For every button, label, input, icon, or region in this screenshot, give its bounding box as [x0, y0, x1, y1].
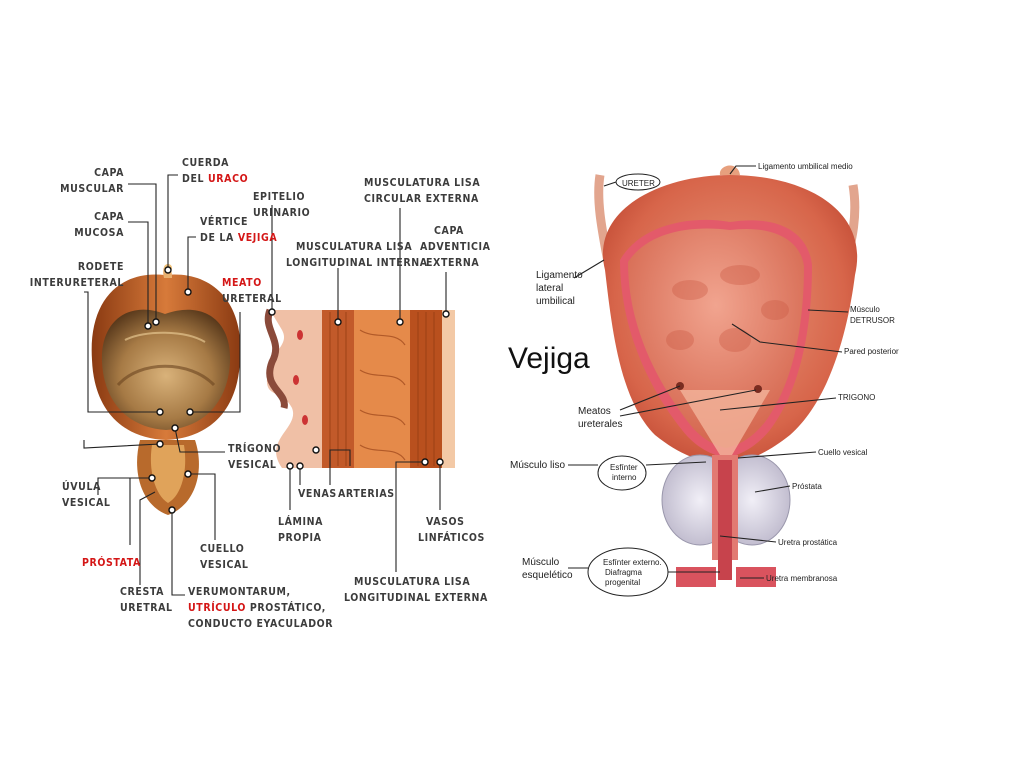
label-epitelio-2: URINARIO: [253, 207, 310, 219]
label-musc-long-ext-1: MUSCULATURA LISA: [354, 576, 470, 588]
label-musc-long-int-2: LONGITUDINAL INTERNA: [286, 257, 428, 269]
label-capa-muscular-1: CAPA: [94, 167, 124, 179]
right-bladder-illustration: [594, 165, 860, 587]
label-pared-posterior: Pared posterior: [844, 347, 899, 356]
right-labels: Vejiga URETER Ligamento umbilical medio …: [508, 162, 899, 587]
label-trigono-2: VESICAL: [228, 459, 277, 471]
wall-labels: EPITELIO URINARIO MUSCULATURA LISA CIRCU…: [253, 177, 491, 604]
label-capa-mucosa-2: MUCOSA: [74, 227, 124, 239]
label-meatos-1: Meatos: [578, 406, 611, 417]
label-cresta-1: CRESTA: [120, 586, 164, 598]
label-musculo-esqueletico-1: Músculo: [522, 557, 560, 568]
label-lig-umb-medio: Ligamento umbilical medio: [758, 162, 853, 171]
label-vasos-2: LINFÁTICOS: [418, 531, 485, 544]
label-ureter: URETER: [622, 179, 655, 188]
label-meato-1: MEATO: [222, 277, 262, 289]
left-bladder-illustration: [91, 264, 241, 515]
label-capa-muscular-2: MUSCULAR: [60, 183, 124, 195]
left-leader-lines: [83, 174, 447, 596]
label-venas: VENAS: [298, 488, 337, 500]
left-pointer-dots: [144, 266, 450, 514]
label-prostata: PRÓSTATA: [82, 556, 141, 569]
label-lamina-1: LÁMINA: [278, 515, 323, 528]
label-lig-lateral-3: umbilical: [536, 296, 575, 307]
label-esfinter-externo-3: progenital: [605, 578, 640, 587]
label-adventicia-2: ADVENTICIA: [420, 241, 491, 253]
label-arterias: ARTERIAS: [338, 488, 395, 500]
label-verumontanum-3: CONDUCTO EYACULADOR: [188, 618, 333, 630]
label-trigono-1: TRÍGONO: [228, 442, 281, 455]
label-lamina-2: PROPIA: [278, 532, 322, 544]
label-vertice-2: DE LA VEJIGA: [200, 232, 277, 244]
bladder-wall-illustration: [264, 308, 455, 468]
label-cresta-2: URETRAL: [120, 602, 173, 614]
label-vertice-1: VÉRTICE: [200, 215, 248, 228]
label-musculo-esqueletico-2: esquelético: [522, 570, 573, 581]
label-musc-long-ext-2: LONGITUDINAL EXTERNA: [344, 592, 488, 604]
left-labels: CAPA MUSCULAR CUERDA DEL URACO CAPA MUCO…: [30, 157, 333, 630]
label-epitelio-1: EPITELIO: [253, 191, 305, 203]
label-rodete-1: RODETE: [78, 261, 124, 273]
label-cuerda-1: CUERDA: [182, 157, 229, 169]
label-meatos-2: ureterales: [578, 419, 622, 430]
label-adventicia-1: CAPA: [434, 225, 464, 237]
label-capa-mucosa-1: CAPA: [94, 211, 124, 223]
label-uretra-membranosa: Uretra membranosa: [766, 574, 838, 583]
label-verumontanum-2: UTRÍCULO PROSTÁTICO,: [188, 601, 326, 614]
label-lig-lateral-1: Ligamento: [536, 270, 583, 281]
label-prostata-right: Próstata: [792, 482, 822, 491]
label-trigono-right: TRIGONO: [838, 393, 875, 402]
label-uvula-1: ÚVULA: [62, 480, 101, 493]
label-musculo-liso: Músculo liso: [510, 460, 565, 471]
label-musculo-detrusor-1: Músculo: [850, 305, 880, 314]
label-cuerda-2: DEL URACO: [182, 173, 248, 185]
label-uvula-2: VESICAL: [62, 497, 111, 509]
label-adventicia-3: EXTERNA: [426, 257, 479, 269]
label-lig-lateral-2: lateral: [536, 283, 563, 294]
right-leader-lines: [568, 165, 849, 579]
label-cuello-2: VESICAL: [200, 559, 249, 571]
title-vejiga: Vejiga: [508, 342, 590, 375]
label-rodete-2: INTERURETERAL: [30, 277, 124, 289]
label-musc-circular-1: MUSCULATURA LISA: [364, 177, 480, 189]
label-esfinter-externo-2: Diafragma: [605, 568, 642, 577]
label-uretra-prostatica: Uretra prostática: [778, 538, 838, 547]
label-meato-2: URETERAL: [222, 293, 282, 305]
label-cuello-vesical-right: Cuello vesical: [818, 448, 868, 457]
label-esfinter-interno-2: interno: [612, 473, 637, 482]
label-cuello-1: CUELLO: [200, 543, 244, 555]
label-verumontanum-1: VERUMONTARUM,: [188, 586, 291, 598]
label-esfinter-externo-1: Esfínter externo.: [603, 558, 662, 567]
label-vasos-1: VASOS: [426, 516, 465, 528]
label-musculo-detrusor-2: DETRUSOR: [850, 316, 895, 325]
label-musc-long-int-1: MUSCULATURA LISA: [296, 241, 412, 253]
label-musc-circular-2: CIRCULAR EXTERNA: [364, 193, 479, 205]
label-esfinter-interno-1: Esfínter: [610, 463, 638, 472]
